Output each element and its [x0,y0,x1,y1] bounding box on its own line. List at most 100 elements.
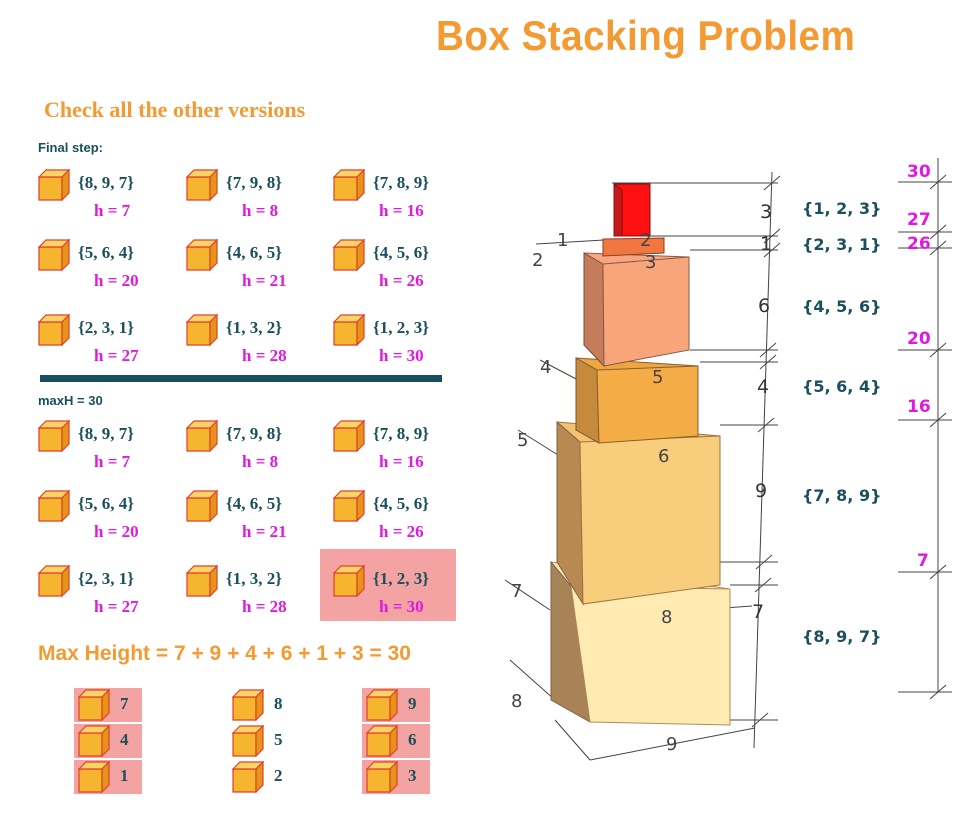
stack-cell: 1 [74,760,142,794]
dimension-lines [504,158,952,761]
box-dimension-labels: 1 2 2 3 4 5 5 6 7 8 8 9 [511,230,677,755]
box-height-value: h = 16 [379,452,424,471]
box-height-value: h = 21 [242,271,287,290]
box-dimensions: {1, 2, 3} [373,569,429,588]
cumulative-labels: 30 27 26 20 16 7 [907,162,931,571]
box-height-value: h = 8 [242,452,279,471]
cum-20: 20 [907,329,931,349]
b6-dim-b: 8 [661,607,672,628]
cum-27: 27 [907,210,931,230]
box-dimensions: {1, 3, 2} [226,569,282,588]
section-divider [40,375,442,382]
cum-30: 30 [907,162,931,182]
box-1-2-3 [613,183,651,237]
box-dimensions: {4, 6, 5} [226,494,282,513]
versions-subtitle: Check all the other versions [44,97,306,122]
cum-26: 26 [907,234,931,254]
box-dimensions: {7, 8, 9} [373,424,429,443]
height-1: 3 [760,201,772,223]
box-dimensions: {7, 9, 8} [226,173,282,192]
box-dimensions: {1, 3, 2} [226,318,282,337]
stack-cell: 9 [362,688,430,722]
box-height-value: h = 16 [379,201,424,220]
box-dimensions: {7, 9, 8} [226,424,282,443]
stack-label-3: {4, 5, 6} [802,297,881,316]
box-dimensions: {5, 6, 4} [78,494,134,513]
stack-label-6: {8, 9, 7} [802,627,881,646]
height-6: 7 [752,601,764,623]
cum-7: 7 [917,551,929,571]
b7-dim-a: 8 [511,691,522,712]
stack-cell: 4 [74,724,142,758]
cum-16: 16 [907,397,931,417]
box-dimensions: {8, 9, 7} [78,424,134,443]
page-title: Box Stacking Problem [436,12,856,59]
box-height-value: h = 7 [94,452,131,471]
stack-cell-value: 2 [274,766,283,785]
stack-label-2: {2, 3, 1} [802,235,881,254]
box-height-value: h = 26 [379,522,424,541]
b2-dim-b: 3 [645,252,656,273]
box-dimensions: {8, 9, 7} [78,173,134,192]
box-8-9-7 [550,560,731,726]
stack-cell: 8 [228,688,296,722]
stack-cell-value: 4 [120,730,129,749]
max-height-equation: Max Height = 7 + 9 + 4 + 6 + 1 + 3 = 30 [38,642,411,665]
height-4: 4 [757,376,769,398]
box-dimensions: {4, 6, 5} [226,243,282,262]
box-height-value: h = 26 [379,271,424,290]
stack-cell-value: 6 [408,730,417,749]
box-dimensions: {4, 5, 6} [373,494,429,513]
box-height-value: h = 7 [94,201,131,220]
height-labels: 3 1 6 4 9 7 [752,201,772,623]
stack-cell-value: 1 [120,766,129,785]
stack-cell-value: 5 [274,730,283,749]
box-dimensions: {5, 6, 4} [78,243,134,262]
stack-cell-value: 7 [120,694,129,713]
b4-dim-b: 5 [652,367,663,388]
stack-cell: 5 [228,724,296,758]
box-dimensions: {7, 8, 9} [373,173,429,192]
box-dimensions: {2, 3, 1} [78,318,134,337]
box-height-value: h = 28 [242,346,287,365]
box-dimensions: {2, 3, 1} [78,569,134,588]
height-5: 9 [755,480,767,502]
b1-dim-a: 1 [557,230,568,251]
stack-cell: 6 [362,724,430,758]
box-height-value: h = 8 [242,201,279,220]
box-dimensions: {1, 2, 3} [373,318,429,337]
box-height-value: h = 21 [242,522,287,541]
maxh-label: maxH = 30 [38,393,103,408]
box-height-value: h = 27 [94,346,139,365]
box-height-value: h = 30 [379,346,424,365]
box-2-3-1 [602,237,665,257]
box-height-value: h = 27 [94,597,139,616]
stack-cell: 3 [362,760,430,794]
stack-label-4: {5, 6, 4} [802,377,881,396]
height-3: 6 [758,295,770,317]
box-triple-labels: {1, 2, 3} {2, 3, 1} {4, 5, 6} {5, 6, 4} … [802,199,881,646]
b1-dim-b: 2 [640,230,651,251]
height-2: 1 [760,233,772,255]
b4-dim-a: 4 [540,357,551,378]
box-dimensions: {4, 5, 6} [373,243,429,262]
box-4-5-6 [583,252,690,368]
box-height-value: h = 20 [94,271,139,290]
stack-cell-value: 9 [408,694,417,713]
b6-dim-a: 7 [511,581,522,602]
box-height-value: h = 20 [94,522,139,541]
box-height-value: h = 28 [242,597,287,616]
b5-dim-b: 6 [658,446,669,467]
box-5-6-4 [575,357,699,444]
stack-cell-value: 8 [274,694,283,713]
stack-cell: 7 [74,688,142,722]
b2-dim-a: 2 [532,250,543,271]
stack-cell-value: 3 [408,766,417,785]
stack-label-5: {7, 8, 9} [802,486,881,505]
box-7-8-9 [556,420,721,606]
box-height-value: h = 30 [379,597,424,616]
final-step-label: Final step: [38,140,104,155]
stack-label-1: {1, 2, 3} [802,199,881,218]
b7-dim-b: 9 [666,734,677,755]
